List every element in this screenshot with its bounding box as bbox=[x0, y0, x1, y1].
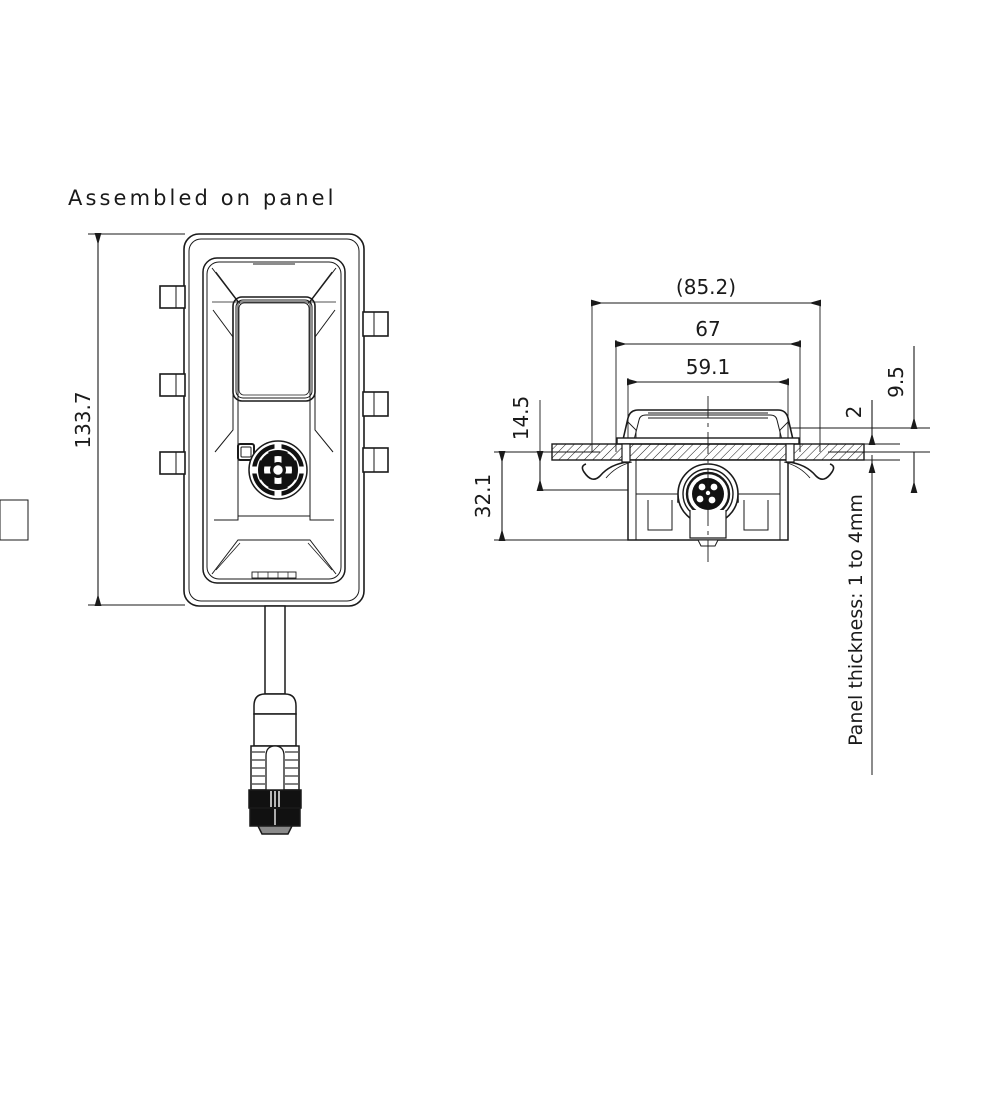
navpad-center-hole[interactable] bbox=[272, 464, 284, 476]
display-glass bbox=[238, 302, 310, 396]
connector-nut-upper-knurl bbox=[270, 791, 280, 807]
side-body-rib-left bbox=[647, 500, 673, 531]
dimension-height-133-7: 133.7 bbox=[71, 391, 95, 448]
dimension-front-protrusion: 9.5 bbox=[884, 346, 918, 493]
dimension-label-9-5: 9.5 bbox=[884, 366, 908, 398]
navpad-quadrant-marks bbox=[258, 450, 298, 490]
front-clips-right bbox=[362, 311, 389, 473]
side-clip-right-hint bbox=[783, 461, 811, 479]
connector-strain-relief bbox=[253, 693, 297, 715]
front-housing-outline bbox=[183, 233, 365, 607]
dimension-label-2: 2 bbox=[842, 406, 866, 419]
dimension-cutout-width: 67 bbox=[615, 317, 801, 348]
front-height-dimension bbox=[88, 233, 185, 606]
dimension-bezel-to-panel: 14.5 bbox=[509, 396, 544, 491]
front-bottom-label bbox=[251, 571, 297, 579]
side-clip-right bbox=[787, 461, 835, 480]
display-screen bbox=[232, 296, 316, 402]
side-m12-connector bbox=[677, 463, 739, 539]
clip-right-2 bbox=[362, 391, 389, 417]
navigation-pad[interactable] bbox=[248, 440, 308, 500]
side-body bbox=[0, 459, 789, 547]
side-clips bbox=[581, 443, 835, 480]
dimension-overall-width: (85.2) bbox=[591, 275, 821, 307]
dimension-body-width: 59.1 bbox=[627, 355, 789, 386]
dimension-label-85-2: (85.2) bbox=[676, 275, 736, 299]
dimension-label-67: 67 bbox=[695, 317, 720, 341]
clip-left-2 bbox=[159, 373, 186, 397]
front-bezel-inner bbox=[206, 261, 342, 580]
side-clip-left bbox=[581, 461, 629, 480]
function-button-inner bbox=[240, 446, 252, 458]
dimension-label-59-1: 59.1 bbox=[686, 355, 731, 379]
clip-left-3 bbox=[159, 451, 186, 475]
front-bezel-outer bbox=[202, 257, 346, 584]
front-right-wall bbox=[314, 309, 336, 453]
front-inner-face bbox=[237, 302, 311, 517]
front-housing-inner-edge bbox=[188, 238, 360, 602]
dimension-label-14-5: 14.5 bbox=[509, 396, 533, 441]
panel-thickness-note: Panel thickness: 1 to 4mm bbox=[845, 494, 867, 746]
connector-knurl-lines bbox=[252, 751, 298, 785]
display-screen-inner bbox=[235, 299, 313, 399]
clip-left-1 bbox=[159, 285, 186, 309]
front-left-wall bbox=[212, 309, 234, 453]
side-clip-left-hint bbox=[605, 461, 633, 479]
function-button[interactable] bbox=[237, 443, 255, 461]
front-top-chamfer bbox=[211, 267, 337, 303]
connector-grip-window bbox=[265, 745, 285, 790]
side-connector-boss bbox=[0, 499, 29, 541]
side-body-rib-right bbox=[743, 500, 769, 531]
drawing-title: Assembled on panel bbox=[68, 186, 337, 210]
m12-cable-connector bbox=[248, 605, 302, 835]
side-clip-seat-right bbox=[785, 443, 795, 463]
front-bottom-chamfer-hint bbox=[215, 542, 333, 571]
dimension-label-32-1: 32.1 bbox=[471, 474, 495, 519]
side-clip-seat-left bbox=[621, 443, 631, 463]
clip-right-1 bbox=[362, 311, 389, 337]
connector-tip bbox=[256, 825, 294, 835]
clip-right-3 bbox=[362, 447, 389, 473]
front-view bbox=[183, 233, 365, 607]
dimension-bezel-height: 2 bbox=[842, 400, 876, 473]
connector-barrel bbox=[253, 713, 297, 747]
cable-lead bbox=[264, 605, 286, 695]
front-clips-left bbox=[159, 285, 186, 475]
front-bottom-chamfer bbox=[211, 539, 337, 575]
dimension-depth-below-panel: 32.1 bbox=[471, 451, 506, 541]
front-bottom-step bbox=[214, 516, 334, 521]
connector-pins bbox=[696, 483, 718, 504]
